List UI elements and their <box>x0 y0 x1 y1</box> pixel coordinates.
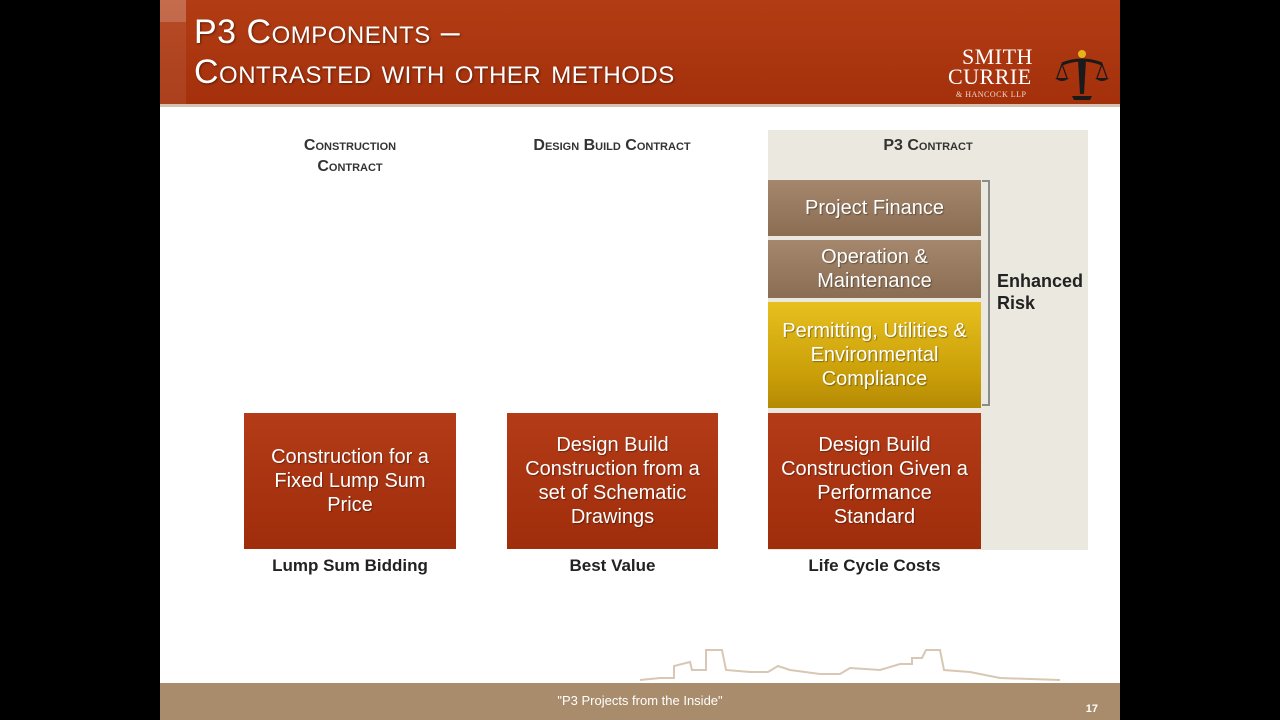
column-heading-construction-line-1: Construction <box>303 137 397 154</box>
company-logo: SMITH CURRIE & HANCOCK LLP <box>946 44 1116 104</box>
footer-caption: "P3 Projects from the Inside" <box>557 693 723 708</box>
block-construction-core: Construction for a Fixed Lump Sum Price <box>244 413 456 549</box>
block-design-build-core: Design Build Construction from a set of … <box>507 413 718 549</box>
block-project-finance: Project Finance <box>768 180 981 236</box>
column-heading-construction: Construction Contract <box>244 135 456 177</box>
label-lump-sum-bidding: Lump Sum Bidding <box>272 556 428 575</box>
title-line-2: Contrasted with other methods <box>194 53 675 91</box>
title-bar: P3 Components – Contrasted with other me… <box>160 0 1120 107</box>
risk-bracket-bottom <box>982 404 990 406</box>
column-heading-design-build: Design Build Contract <box>533 137 691 154</box>
page-number: 17 <box>1085 703 1098 715</box>
block-permitting-compliance: Permitting, Utilities & Environmental Co… <box>768 302 981 408</box>
label-life-cycle-costs: Life Cycle Costs <box>808 556 941 575</box>
title-decoration <box>160 0 186 104</box>
column-heading-p3: P3 Contract <box>883 137 973 154</box>
title-line-1: P3 Components – <box>194 13 461 51</box>
logo-line-2: CURRIE <box>948 64 1032 89</box>
block-p3-core: Design Build Construction Given a Perfor… <box>768 413 981 549</box>
skyline-decoration <box>640 649 1060 681</box>
logo-line-3: & HANCOCK LLP <box>956 90 1027 99</box>
block-operation-maintenance: Operation & Maintenance <box>768 240 981 298</box>
column-heading-construction-line-2: Contract <box>317 158 383 175</box>
slide-title: P3 Components – Contrasted with other me… <box>194 12 675 92</box>
footer-bar: "P3 Projects from the Inside" 17 <box>160 683 1120 720</box>
enhanced-risk-label: Enhanced Risk <box>997 271 1084 313</box>
title-decoration-corner <box>160 0 186 22</box>
logo-line-1: SMITH <box>962 44 1033 69</box>
label-best-value: Best Value <box>569 556 656 575</box>
slide: P3 Components – Contrasted with other me… <box>160 0 1120 720</box>
risk-bracket-top <box>982 180 990 182</box>
scales-of-justice-icon <box>1055 50 1109 100</box>
risk-bracket <box>988 180 990 406</box>
